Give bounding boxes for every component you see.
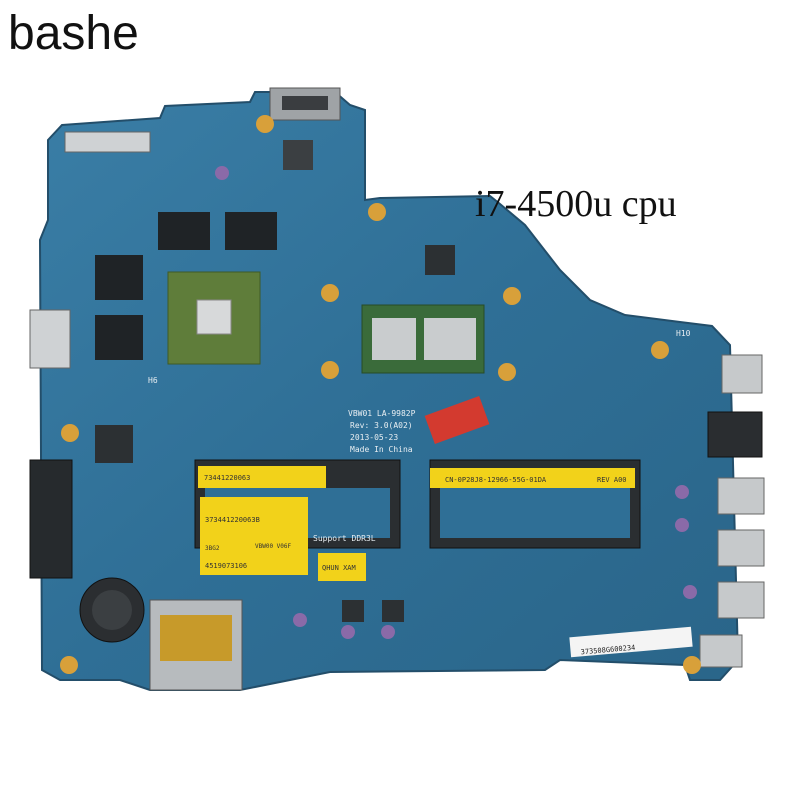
sticker-right	[430, 468, 635, 488]
mounting-hole	[321, 361, 339, 379]
inductor	[342, 600, 364, 622]
sticker-yellow-small	[318, 553, 366, 581]
sticker-part-text: VBW00 V06F	[255, 543, 292, 550]
mounting-hole	[60, 656, 78, 674]
sticker-small-text: 3BG2	[205, 545, 220, 552]
sticker-right-text: CN-0P28J8-12966-55G-01DA	[445, 476, 547, 484]
capacitor	[675, 518, 689, 532]
board-origin: Made In China	[350, 445, 413, 454]
ram-type-label: Support DDR3L	[313, 534, 376, 543]
sticker-bottom-text: 4519073106	[205, 562, 247, 570]
inductor	[283, 140, 313, 170]
inductor	[382, 600, 404, 622]
cpu-caption: i7-4500u cpu	[475, 183, 677, 225]
usb-port	[717, 477, 765, 515]
mounting-hole	[368, 203, 386, 221]
sticker-rev-text: REV A00	[597, 476, 627, 484]
usb-port	[721, 354, 763, 394]
sticker-top-left	[198, 466, 326, 488]
board-model: VBW01 LA-9982P	[348, 409, 416, 418]
memory-chip	[95, 315, 143, 360]
memory-chip	[95, 255, 143, 300]
board-date: 2013-05-23	[350, 433, 398, 442]
mounting-hole	[61, 424, 79, 442]
sticker-block	[200, 497, 308, 575]
display-connector	[64, 131, 151, 153]
usb-port	[717, 581, 765, 619]
ethernet-port	[707, 411, 763, 458]
sata-connector	[29, 309, 71, 369]
sticker-top-left-text: 73441220063	[204, 474, 250, 482]
cpu-die	[424, 318, 476, 360]
gpu-die	[196, 299, 232, 335]
sticker-yellow-small-text: QHUN XAM	[322, 564, 356, 572]
mounting-hole	[321, 284, 339, 302]
inductor	[95, 425, 133, 463]
hole-label-h6: H6	[148, 376, 158, 385]
mounting-hole	[683, 656, 701, 674]
memory-chip	[225, 212, 277, 250]
sticker-mid-text: 373441220063B	[205, 516, 260, 524]
capacitor	[215, 166, 229, 180]
cpu-die	[372, 318, 416, 360]
capacitor	[341, 625, 355, 639]
capacitor	[675, 485, 689, 499]
capacitor	[293, 613, 307, 627]
mounting-hole	[256, 115, 274, 133]
mounting-hole	[498, 363, 516, 381]
board-revision: Rev: 3.0(A02)	[350, 421, 413, 430]
hole-label-h10: H10	[676, 329, 691, 338]
mounting-hole	[503, 287, 521, 305]
inductor	[425, 245, 455, 275]
serial-sticker	[569, 626, 693, 658]
audio-jack	[699, 634, 743, 668]
warranty-sticker	[424, 395, 490, 445]
capacitor	[683, 585, 697, 599]
memory-chip	[158, 212, 210, 250]
brand-watermark: bashe	[8, 7, 139, 60]
mounting-hole	[651, 341, 669, 359]
usb-port	[717, 529, 765, 567]
hdd-connector	[29, 459, 73, 579]
capacitor	[381, 625, 395, 639]
